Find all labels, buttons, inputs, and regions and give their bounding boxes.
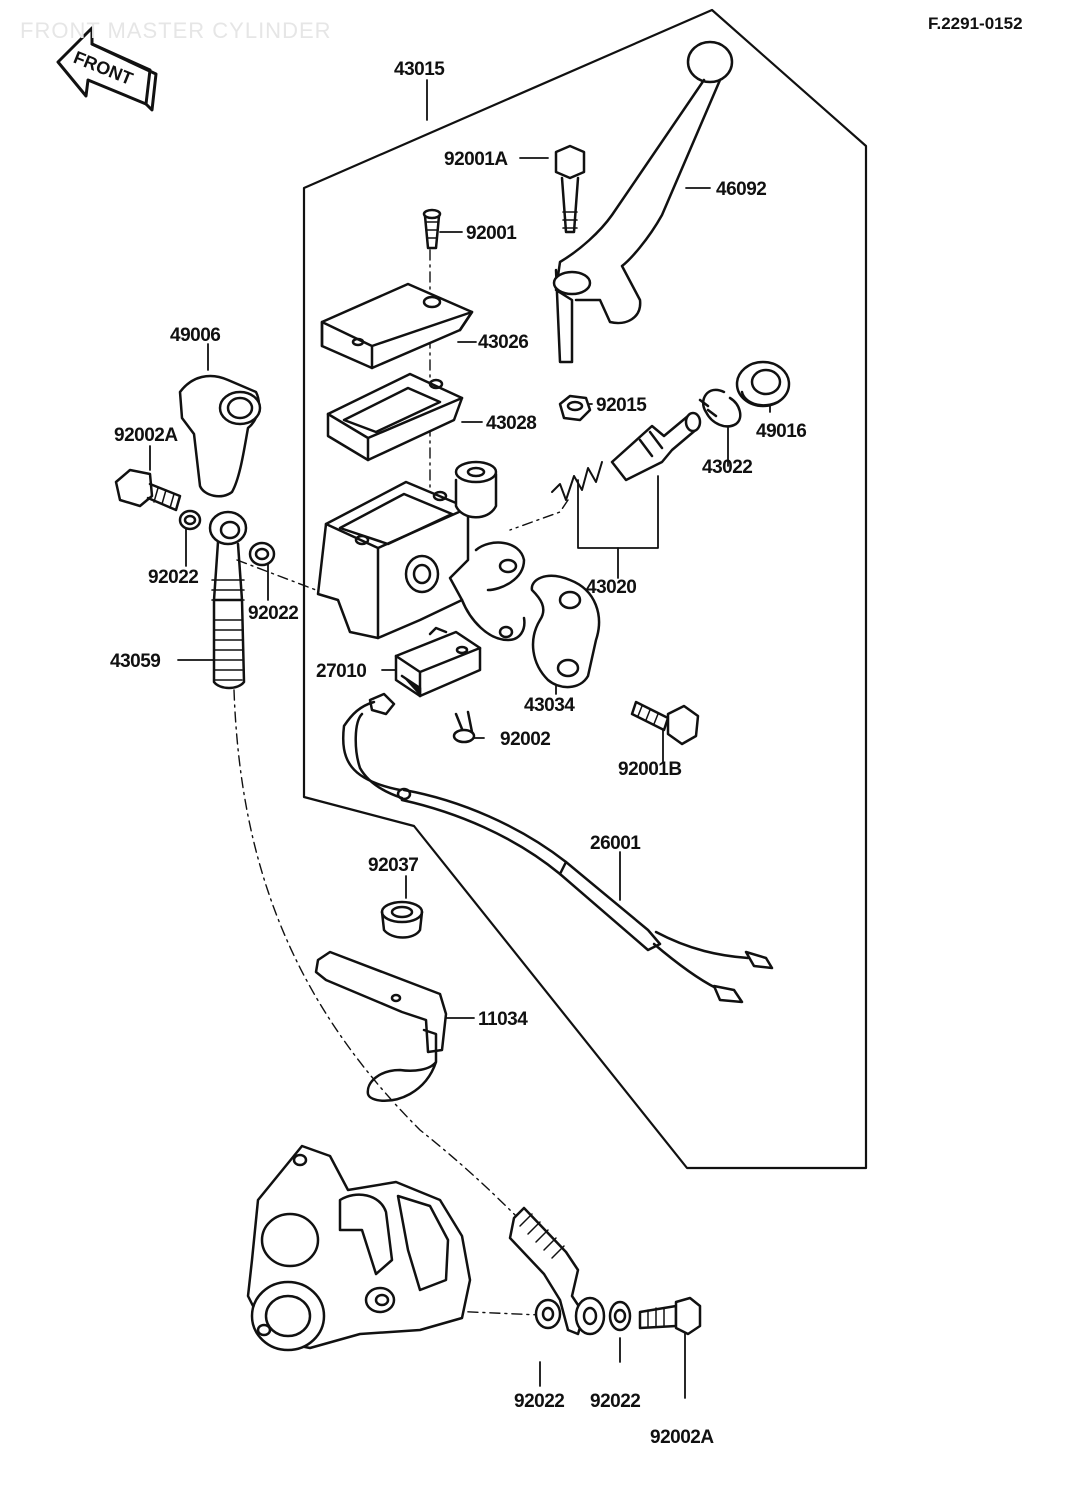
banjo-bolt-top <box>114 468 182 512</box>
part-label-43020: 43020 <box>586 577 637 598</box>
piston-kit-43020 <box>551 411 702 501</box>
screw-92002 <box>452 710 476 744</box>
part-label-43028: 43028 <box>486 413 537 434</box>
master-cylinder-body <box>316 460 526 642</box>
page-title: FRONT MASTER CYLINDER <box>20 18 332 43</box>
leader-lines <box>149 79 771 1399</box>
part-label-92022-bottom-2: 92022 <box>590 1391 641 1412</box>
part-label-27010: 27010 <box>316 661 367 682</box>
wire-harness-26001 <box>558 860 774 1004</box>
clamp-43034 <box>530 574 601 689</box>
brake-caliper <box>246 1144 472 1352</box>
part-label-43022: 43022 <box>702 457 753 478</box>
part-label-43026: 43026 <box>478 332 529 353</box>
part-label-92002: 92002 <box>500 729 551 750</box>
circlip-43022 <box>698 388 742 428</box>
part-label-92037: 92037 <box>368 855 419 876</box>
part-label-43015: 43015 <box>394 59 445 80</box>
bracket-11034 <box>314 950 448 1102</box>
screw-92001 <box>422 208 442 250</box>
assembly-outline <box>302 8 868 1170</box>
part-label-92002a-top: 92002A <box>114 425 178 446</box>
pivot-bolt-92001a <box>554 144 586 234</box>
brake-lever <box>552 40 734 364</box>
figure-code: F.2291-0152 <box>928 14 1023 33</box>
part-label-92015: 92015 <box>596 395 647 416</box>
part-label-43059: 43059 <box>110 651 161 672</box>
grommet-92037 <box>380 900 424 939</box>
banjo-bolt-bottom <box>638 1296 702 1336</box>
part-label-92001b: 92001B <box>618 759 682 780</box>
part-label-46092: 46092 <box>716 179 767 200</box>
lower-hose-fitting <box>508 1206 632 1336</box>
part-label-26001: 26001 <box>590 833 641 854</box>
part-label-43034: 43034 <box>524 695 575 716</box>
bolt-92001b <box>630 700 700 746</box>
part-label-92022-mid: 92022 <box>248 603 299 624</box>
banjo-cover-49006 <box>178 374 262 498</box>
part-label-92002a-bottom: 92002A <box>650 1427 714 1448</box>
hose-fitting-top <box>178 509 276 602</box>
switch-cable <box>342 692 568 876</box>
reservoir-cap-43026 <box>320 282 474 370</box>
part-label-92001a-top: 92001A <box>444 149 508 170</box>
part-label-92022-bottom-1: 92022 <box>514 1391 565 1412</box>
part-label-11034: 11034 <box>478 1009 528 1030</box>
part-label-49016: 49016 <box>756 421 807 442</box>
diaphragm-43028 <box>326 372 464 462</box>
part-label-92022-left: 92022 <box>148 567 199 588</box>
nut-92015 <box>558 394 592 422</box>
brake-switch-27010 <box>394 626 482 698</box>
part-label-49006: 49006 <box>170 325 221 346</box>
front-arrow-icon <box>56 26 158 112</box>
brake-hose-43059 <box>212 598 246 690</box>
part-label-92001: 92001 <box>466 223 517 244</box>
boot-49016 <box>735 360 791 408</box>
